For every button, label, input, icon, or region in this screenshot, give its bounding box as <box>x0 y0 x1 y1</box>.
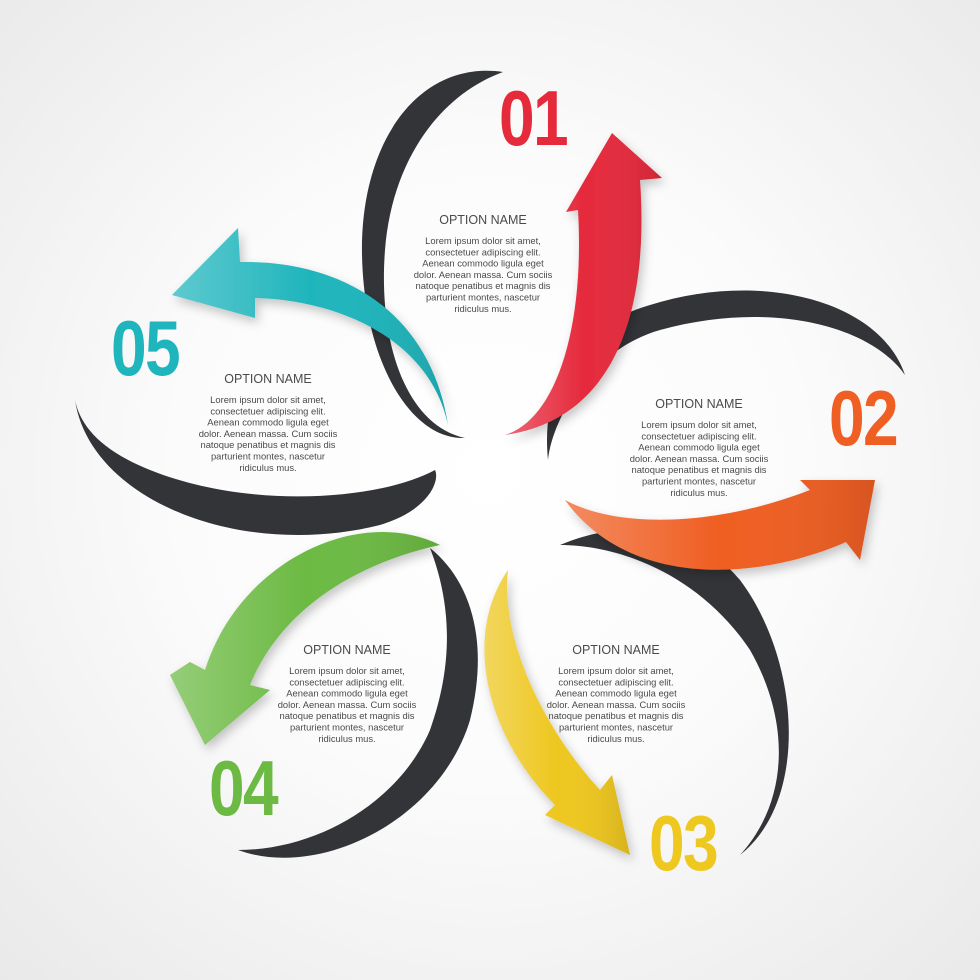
step-number-03: 03 <box>649 799 717 887</box>
arrow-04-icon <box>170 531 440 745</box>
ring-segment-03 <box>560 529 789 855</box>
step-number-05: 05 <box>111 304 180 392</box>
option-body-line: natoque penatibus et magnis dis <box>201 439 336 450</box>
option-body-line: consectetuer adipiscing elit. <box>210 405 325 416</box>
ring-segment-05 <box>75 400 437 536</box>
option-block-01: OPTION NAME Lorem ipsum dolor sit amet,co… <box>414 213 553 314</box>
option-block-05: OPTION NAME Lorem ipsum dolor sit amet,co… <box>199 372 338 473</box>
dark-ring-segments <box>75 70 905 858</box>
option-body-line: Lorem ipsum dolor sit amet, <box>210 394 326 405</box>
option-body-line: dolor. Aenean massa. Cum sociis <box>547 699 686 710</box>
ring-segment-01 <box>361 70 503 439</box>
option-body-line: Aenean commodo ligula eget <box>555 688 677 699</box>
option-body-line: Aenean commodo ligula eget <box>207 417 329 428</box>
ring-segment-02 <box>546 290 905 460</box>
arrow-03-icon <box>484 570 630 855</box>
option-body-line: consectetuer adipiscing elit. <box>558 676 673 687</box>
option-body-line: dolor. Aenean massa. Cum sociis <box>630 453 769 464</box>
option-body-line: natoque penatibus et magnis dis <box>416 280 551 291</box>
ring-segment-04 <box>238 548 478 858</box>
option-body-line: ridiculus mus. <box>318 733 375 744</box>
option-body-line: consectetuer adipiscing elit. <box>289 676 404 687</box>
option-block-04: OPTION NAME Lorem ipsum dolor sit amet,co… <box>278 643 417 744</box>
option-body-line: Lorem ipsum dolor sit amet, <box>289 665 405 676</box>
option-body-line: ridiculus mus. <box>239 462 296 473</box>
option-body-line: Aenean commodo ligula eget <box>638 442 760 453</box>
arrow-02-icon <box>565 480 875 570</box>
step-number-04: 04 <box>209 744 278 832</box>
option-body-line: parturient montes, nascetur <box>426 292 540 303</box>
option-body-line: natoque penatibus et magnis dis <box>549 710 684 721</box>
option-block-03: OPTION NAME Lorem ipsum dolor sit amet,co… <box>547 643 686 744</box>
option-body-line: Aenean commodo ligula eget <box>422 258 544 269</box>
option-body-line: dolor. Aenean massa. Cum sociis <box>199 428 338 439</box>
option-block-02: OPTION NAME Lorem ipsum dolor sit amet,co… <box>630 397 769 498</box>
option-title: OPTION NAME <box>224 372 312 386</box>
step-number-02: 02 <box>829 374 897 462</box>
step-numbers: 01 02 03 04 05 <box>111 74 899 887</box>
option-title: OPTION NAME <box>572 643 660 657</box>
option-body-line: Lorem ipsum dolor sit amet, <box>425 235 541 246</box>
arrow-01-icon <box>505 133 662 435</box>
option-title: OPTION NAME <box>303 643 391 657</box>
arrow-05-icon <box>172 228 448 425</box>
option-body-line: natoque penatibus et magnis dis <box>632 464 767 475</box>
option-title: OPTION NAME <box>439 213 527 227</box>
option-body-line: Lorem ipsum dolor sit amet, <box>641 419 757 430</box>
option-body-line: Lorem ipsum dolor sit amet, <box>558 665 674 676</box>
option-body-line: parturient montes, nascetur <box>559 722 673 733</box>
option-body-line: parturient montes, nascetur <box>211 451 325 462</box>
option-body-line: natoque penatibus et magnis dis <box>280 710 415 721</box>
option-body-line: consectetuer adipiscing elit. <box>641 430 756 441</box>
option-body-line: parturient montes, nascetur <box>642 476 756 487</box>
colored-arrows <box>170 133 875 855</box>
option-body-line: dolor. Aenean massa. Cum sociis <box>414 269 553 280</box>
option-body-line: ridiculus mus. <box>670 487 727 498</box>
step-number-01: 01 <box>499 74 568 162</box>
option-body-line: ridiculus mus. <box>587 733 644 744</box>
option-body-line: ridiculus mus. <box>454 303 511 314</box>
option-body-line: Aenean commodo ligula eget <box>286 688 408 699</box>
option-body-line: dolor. Aenean massa. Cum sociis <box>278 699 417 710</box>
option-title: OPTION NAME <box>655 397 743 411</box>
option-body-line: parturient montes, nascetur <box>290 722 404 733</box>
option-body-line: consectetuer adipiscing elit. <box>425 246 540 257</box>
